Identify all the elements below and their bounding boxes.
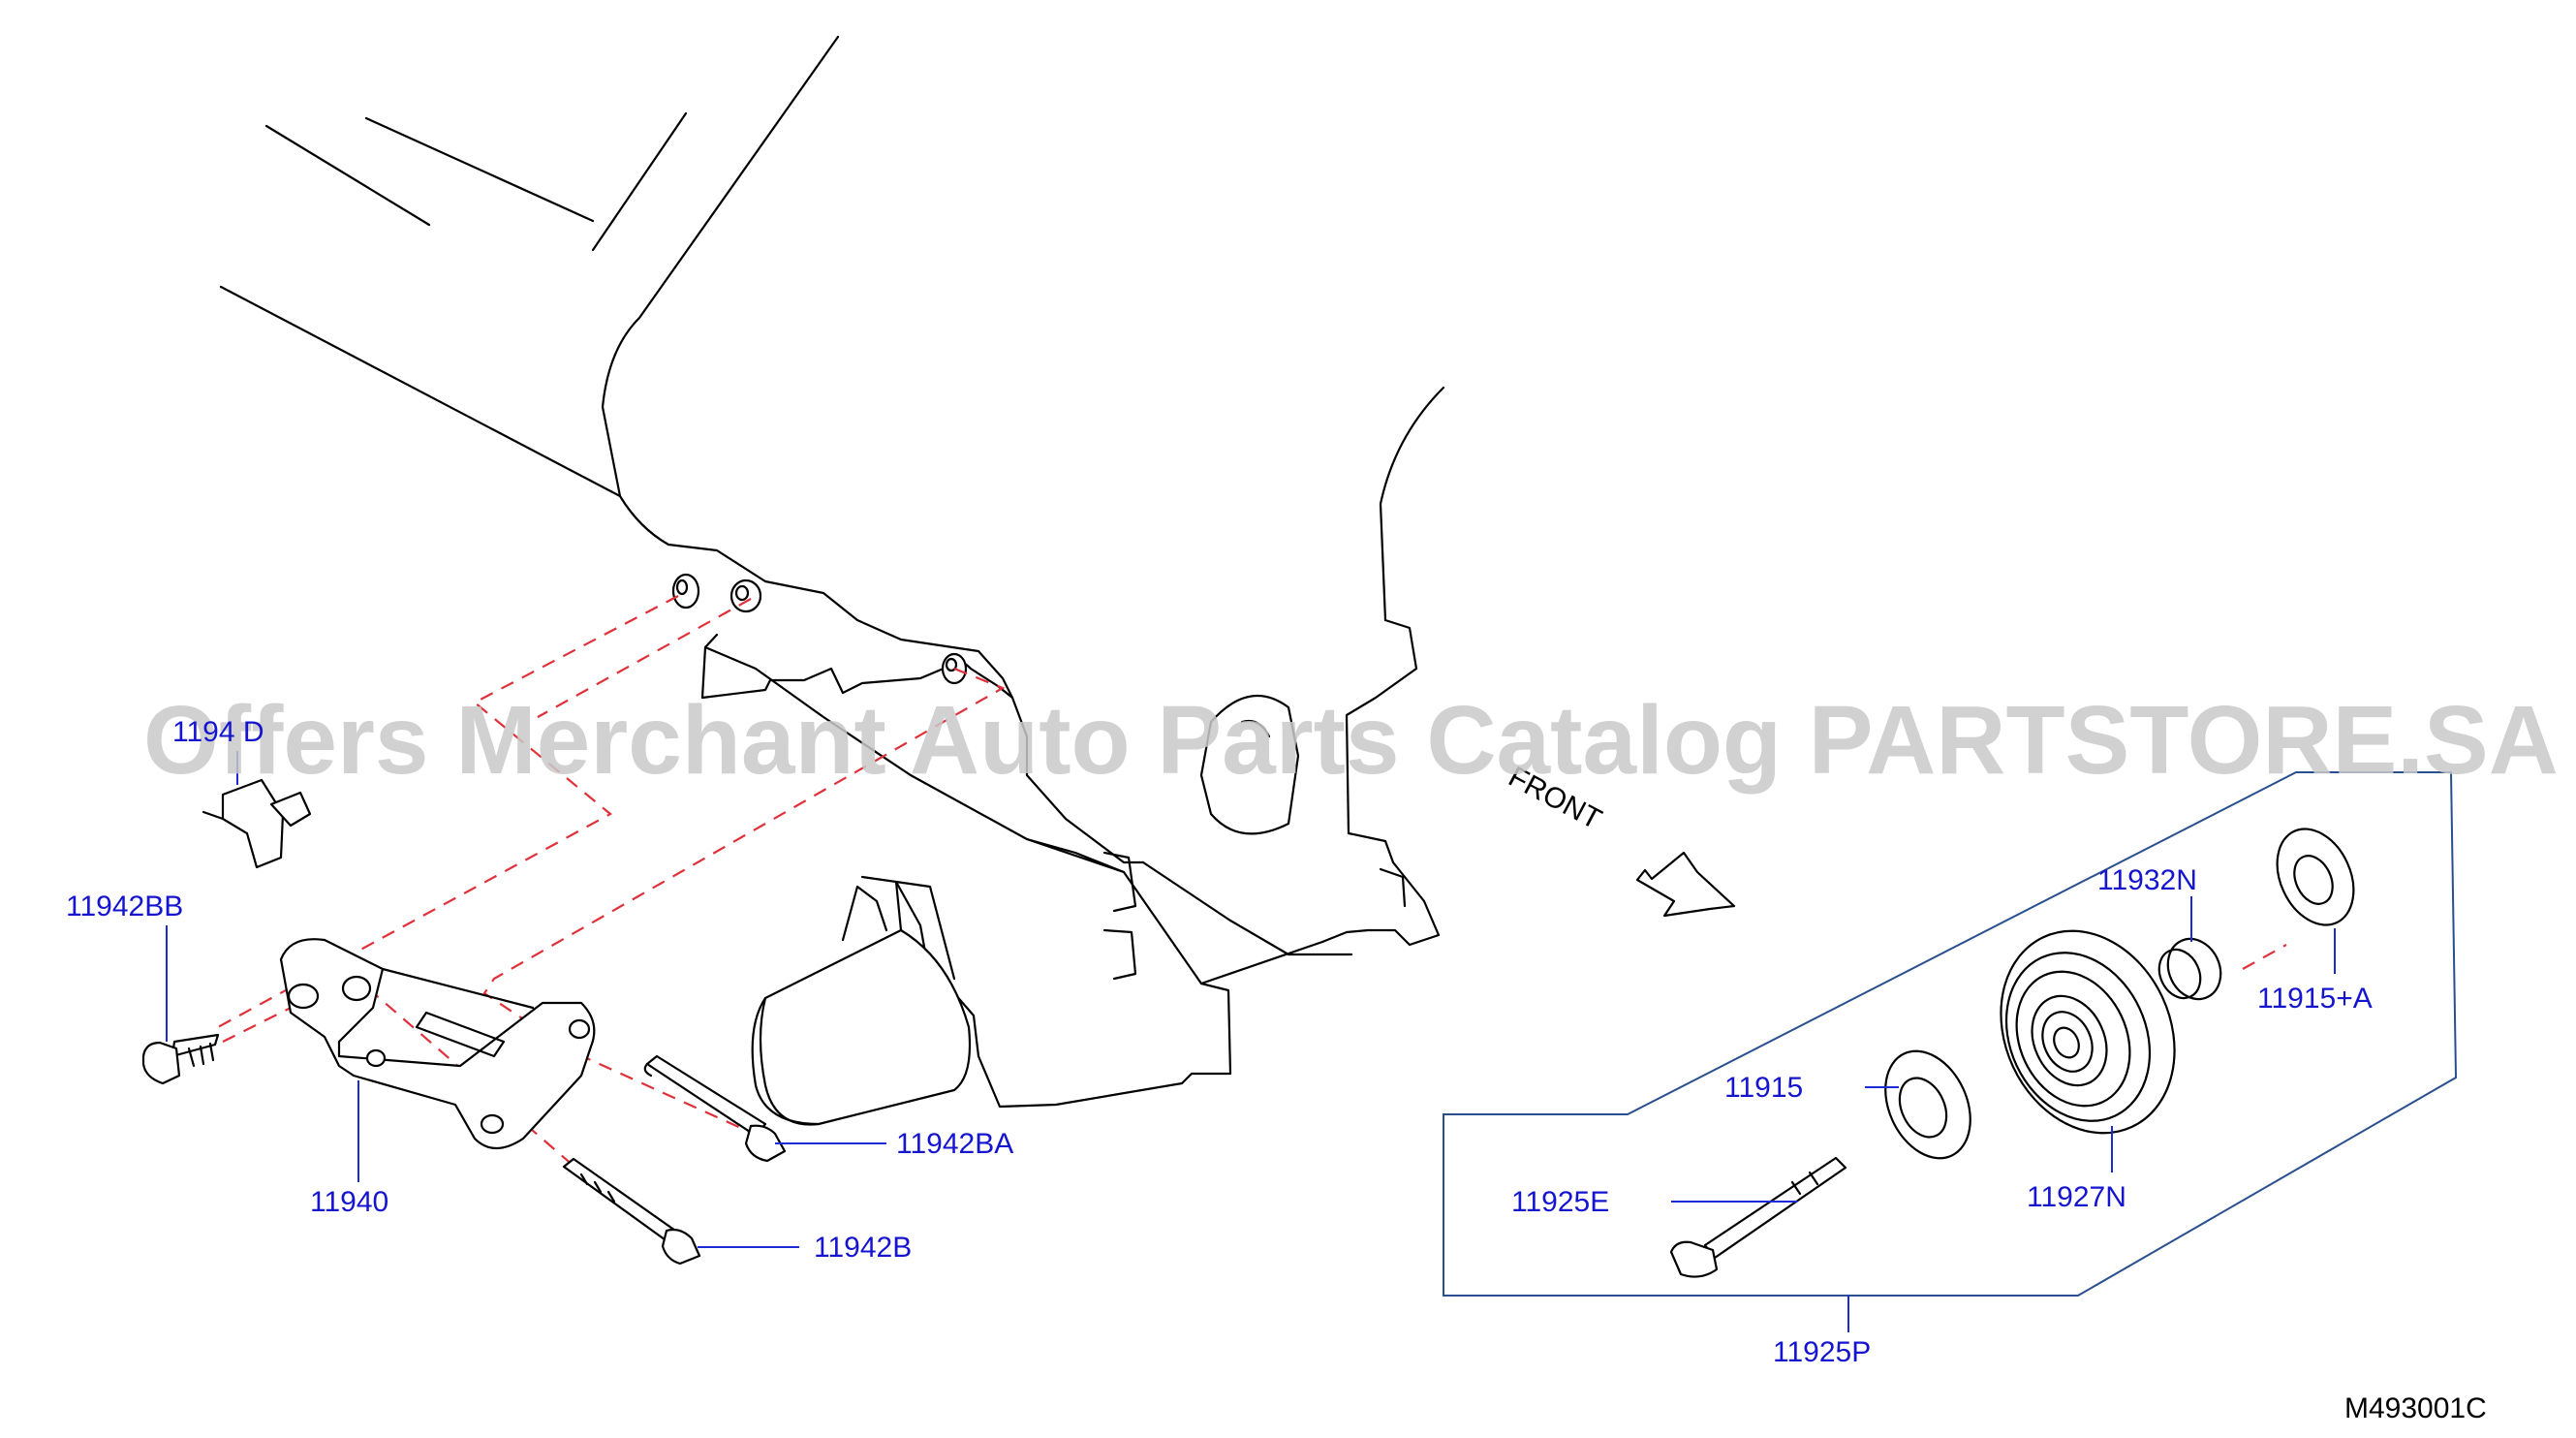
bolt-11925e xyxy=(1669,1156,1847,1278)
bolt-11942bb xyxy=(141,1033,220,1085)
clip-part xyxy=(202,778,312,869)
assembly-frame xyxy=(1443,771,2458,1297)
label-11915[interactable]: 11915 xyxy=(1724,1072,1803,1104)
part-labels: 1194 D 11942BB 11940 11942BA 11942B 1193… xyxy=(66,716,2373,1368)
label-11932n[interactable]: 11932N xyxy=(2097,864,2197,896)
label-11927n[interactable]: 11927N xyxy=(2027,1181,2126,1213)
idler-pulley xyxy=(2000,929,2176,1135)
washer-11915a xyxy=(2276,828,2355,926)
front-arrow xyxy=(1635,851,1736,918)
label-11942ba[interactable]: 11942BA xyxy=(896,1128,1013,1160)
engine-block xyxy=(219,35,1445,1126)
label-11940[interactable]: 11940 xyxy=(310,1186,388,1218)
label-11925e[interactable]: 11925E xyxy=(1511,1186,1609,1218)
label-11944d[interactable]: 1194 D xyxy=(172,716,264,748)
label-11915a[interactable]: 11915+A xyxy=(2257,983,2373,1015)
label-11942bb[interactable]: 11942BB xyxy=(66,891,183,922)
washer-11915 xyxy=(1884,1049,1971,1160)
label-11925p[interactable]: 11925P xyxy=(1773,1336,1871,1368)
bolt-11942ba xyxy=(643,1054,787,1163)
bracket-part xyxy=(279,938,596,1150)
label-11942b[interactable]: 11942B xyxy=(814,1232,912,1264)
watermark: Offers Merchant Auto Parts Catalog PARTS… xyxy=(143,686,2559,795)
leader-lines xyxy=(166,751,2336,1332)
diagram-code: M493001C xyxy=(2344,1392,2487,1424)
spacer-11932n xyxy=(2157,937,2222,1001)
bolt-11942b xyxy=(562,1157,701,1266)
